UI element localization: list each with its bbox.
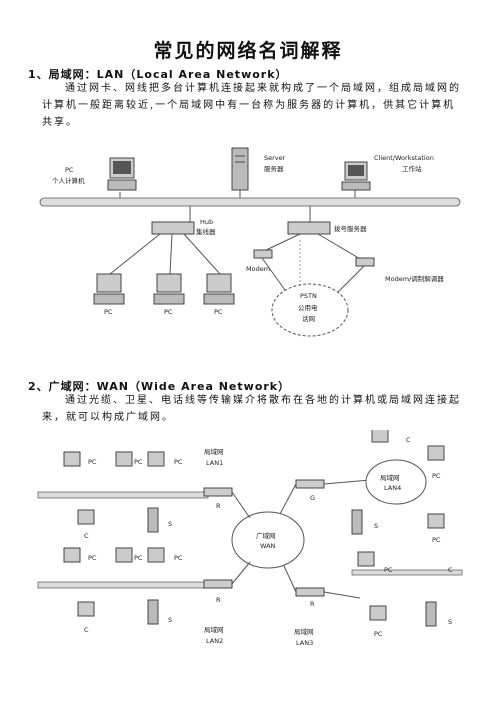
pc-icon <box>115 451 133 467</box>
server-icon <box>351 509 363 535</box>
server-cn-label: 服务器 <box>264 164 284 173</box>
section1-heading: 1、局域网：LAN（Local Area Network） <box>28 68 288 81</box>
diagram-label: 局域网 <box>294 627 314 636</box>
diagram-label: PC <box>134 554 143 562</box>
diagram-label: R <box>216 596 221 604</box>
pc-icon <box>93 273 125 305</box>
pc-icon <box>63 547 81 563</box>
pc-bottom-label: PC <box>214 308 223 316</box>
diagram-label: G <box>310 494 315 502</box>
pc-bottom-label: PC <box>104 308 113 316</box>
diagram-label: PC <box>174 554 183 562</box>
pc-icon <box>115 547 133 563</box>
modem-left-label: Modem <box>246 265 270 273</box>
modem-right-label: Modem/调制解调器 <box>385 274 444 283</box>
pc-icon <box>371 430 389 443</box>
workstation-icon <box>341 161 371 191</box>
diagram-label: PC <box>432 472 441 480</box>
diagram-label: PC <box>432 536 441 544</box>
pstn-en-label: PSTN <box>300 292 317 300</box>
router-icon <box>203 579 233 589</box>
wan-diagram: PC PC PC 局域网 LAN1 C S PC PC PC C S 局域网 L… <box>37 430 463 647</box>
diagram-label: LAN1 <box>206 459 223 467</box>
wan-cloud <box>231 511 305 569</box>
pc-bottom-label: PC <box>164 308 173 316</box>
client-cn-label: 工作站 <box>402 164 422 173</box>
pc-en-label: PC <box>65 166 74 174</box>
diagram-label: LAN3 <box>296 639 313 647</box>
diagram-label: S <box>448 618 452 626</box>
modem-left-icon <box>253 249 273 259</box>
pc-cn-label: 个人计算机 <box>52 176 85 185</box>
diagram-label: C <box>84 532 89 540</box>
dial-server-icon <box>287 221 331 235</box>
pstn-cn1-label: 公用电 <box>298 303 318 312</box>
pc-icon <box>203 273 235 305</box>
diagram-label: PC <box>384 566 393 574</box>
pc-icon <box>427 513 445 529</box>
pc-icon <box>153 273 185 305</box>
diagram-label: 局域网 <box>204 625 224 634</box>
diagram-label: PC <box>88 458 97 466</box>
pc-icon <box>427 445 445 461</box>
pc-icon <box>147 547 165 563</box>
section2-body: 通过光缆、卫星、电话线等传输媒介将散布在各地的计算机或局域网连接起来，就可以构成… <box>42 395 461 423</box>
lan-diagram: PC 个人计算机 Server 服务器 Client/Workstation 工… <box>39 147 461 337</box>
pc-icon <box>63 451 81 467</box>
diagram-label: PC <box>174 458 183 466</box>
hub-en-label: Hub <box>200 218 213 226</box>
page-title: 常见的网络名词解释 <box>153 40 343 62</box>
diagram-label: C <box>84 626 89 634</box>
pstn-cloud <box>271 283 349 337</box>
diagram-label: 局域网 <box>204 447 224 456</box>
pc-icon <box>369 605 387 621</box>
section2-heading: 2、广域网：WAN（Wide Area Network） <box>28 380 291 393</box>
server-icon <box>147 507 159 533</box>
pc-icon <box>77 601 95 617</box>
diagram-label: PC <box>374 630 383 638</box>
server-en-label: Server <box>264 154 286 162</box>
backbone-bus <box>39 197 461 207</box>
hub-cn-label: 集线器 <box>196 227 216 236</box>
diagram-label: PC <box>134 458 143 466</box>
server-icon <box>231 147 249 191</box>
server-icon <box>147 599 159 625</box>
diagram-label: PC <box>88 554 97 562</box>
diagram-label: R <box>216 502 221 510</box>
server-icon <box>425 601 437 627</box>
router-icon <box>295 587 325 597</box>
modem-right-icon <box>355 257 375 267</box>
diagram-label: S <box>374 522 378 530</box>
diagram-label: S <box>168 520 172 528</box>
gateway-icon <box>295 479 325 489</box>
pc-computer-icon <box>107 157 137 191</box>
diagram-label: C <box>448 566 453 574</box>
dial-server-label: 拨号服务器 <box>334 224 367 233</box>
pc-icon <box>77 509 95 525</box>
pstn-cn2-label: 话网 <box>302 314 315 323</box>
hub-icon <box>151 221 195 235</box>
section1-body: 通过网卡、网线把多台计算机连接起来就构成了一个局域网，组成局域网的计算机一般距离… <box>42 83 461 128</box>
diagram-label: 局域网 <box>380 473 400 482</box>
diagram-label: 广域网 <box>256 531 276 540</box>
diagram-label: S <box>168 616 172 624</box>
pc-icon <box>147 451 165 467</box>
client-en-label: Client/Workstation <box>374 154 434 162</box>
pc-icon <box>357 551 375 567</box>
diagram-label: LAN4 <box>384 484 401 492</box>
router-icon <box>203 487 233 497</box>
diagram-label: R <box>310 600 315 608</box>
diagram-label: C <box>406 436 411 444</box>
diagram-label: WAN <box>260 542 276 550</box>
diagram-label: LAN2 <box>206 637 223 645</box>
lan4-cloud <box>365 459 427 505</box>
